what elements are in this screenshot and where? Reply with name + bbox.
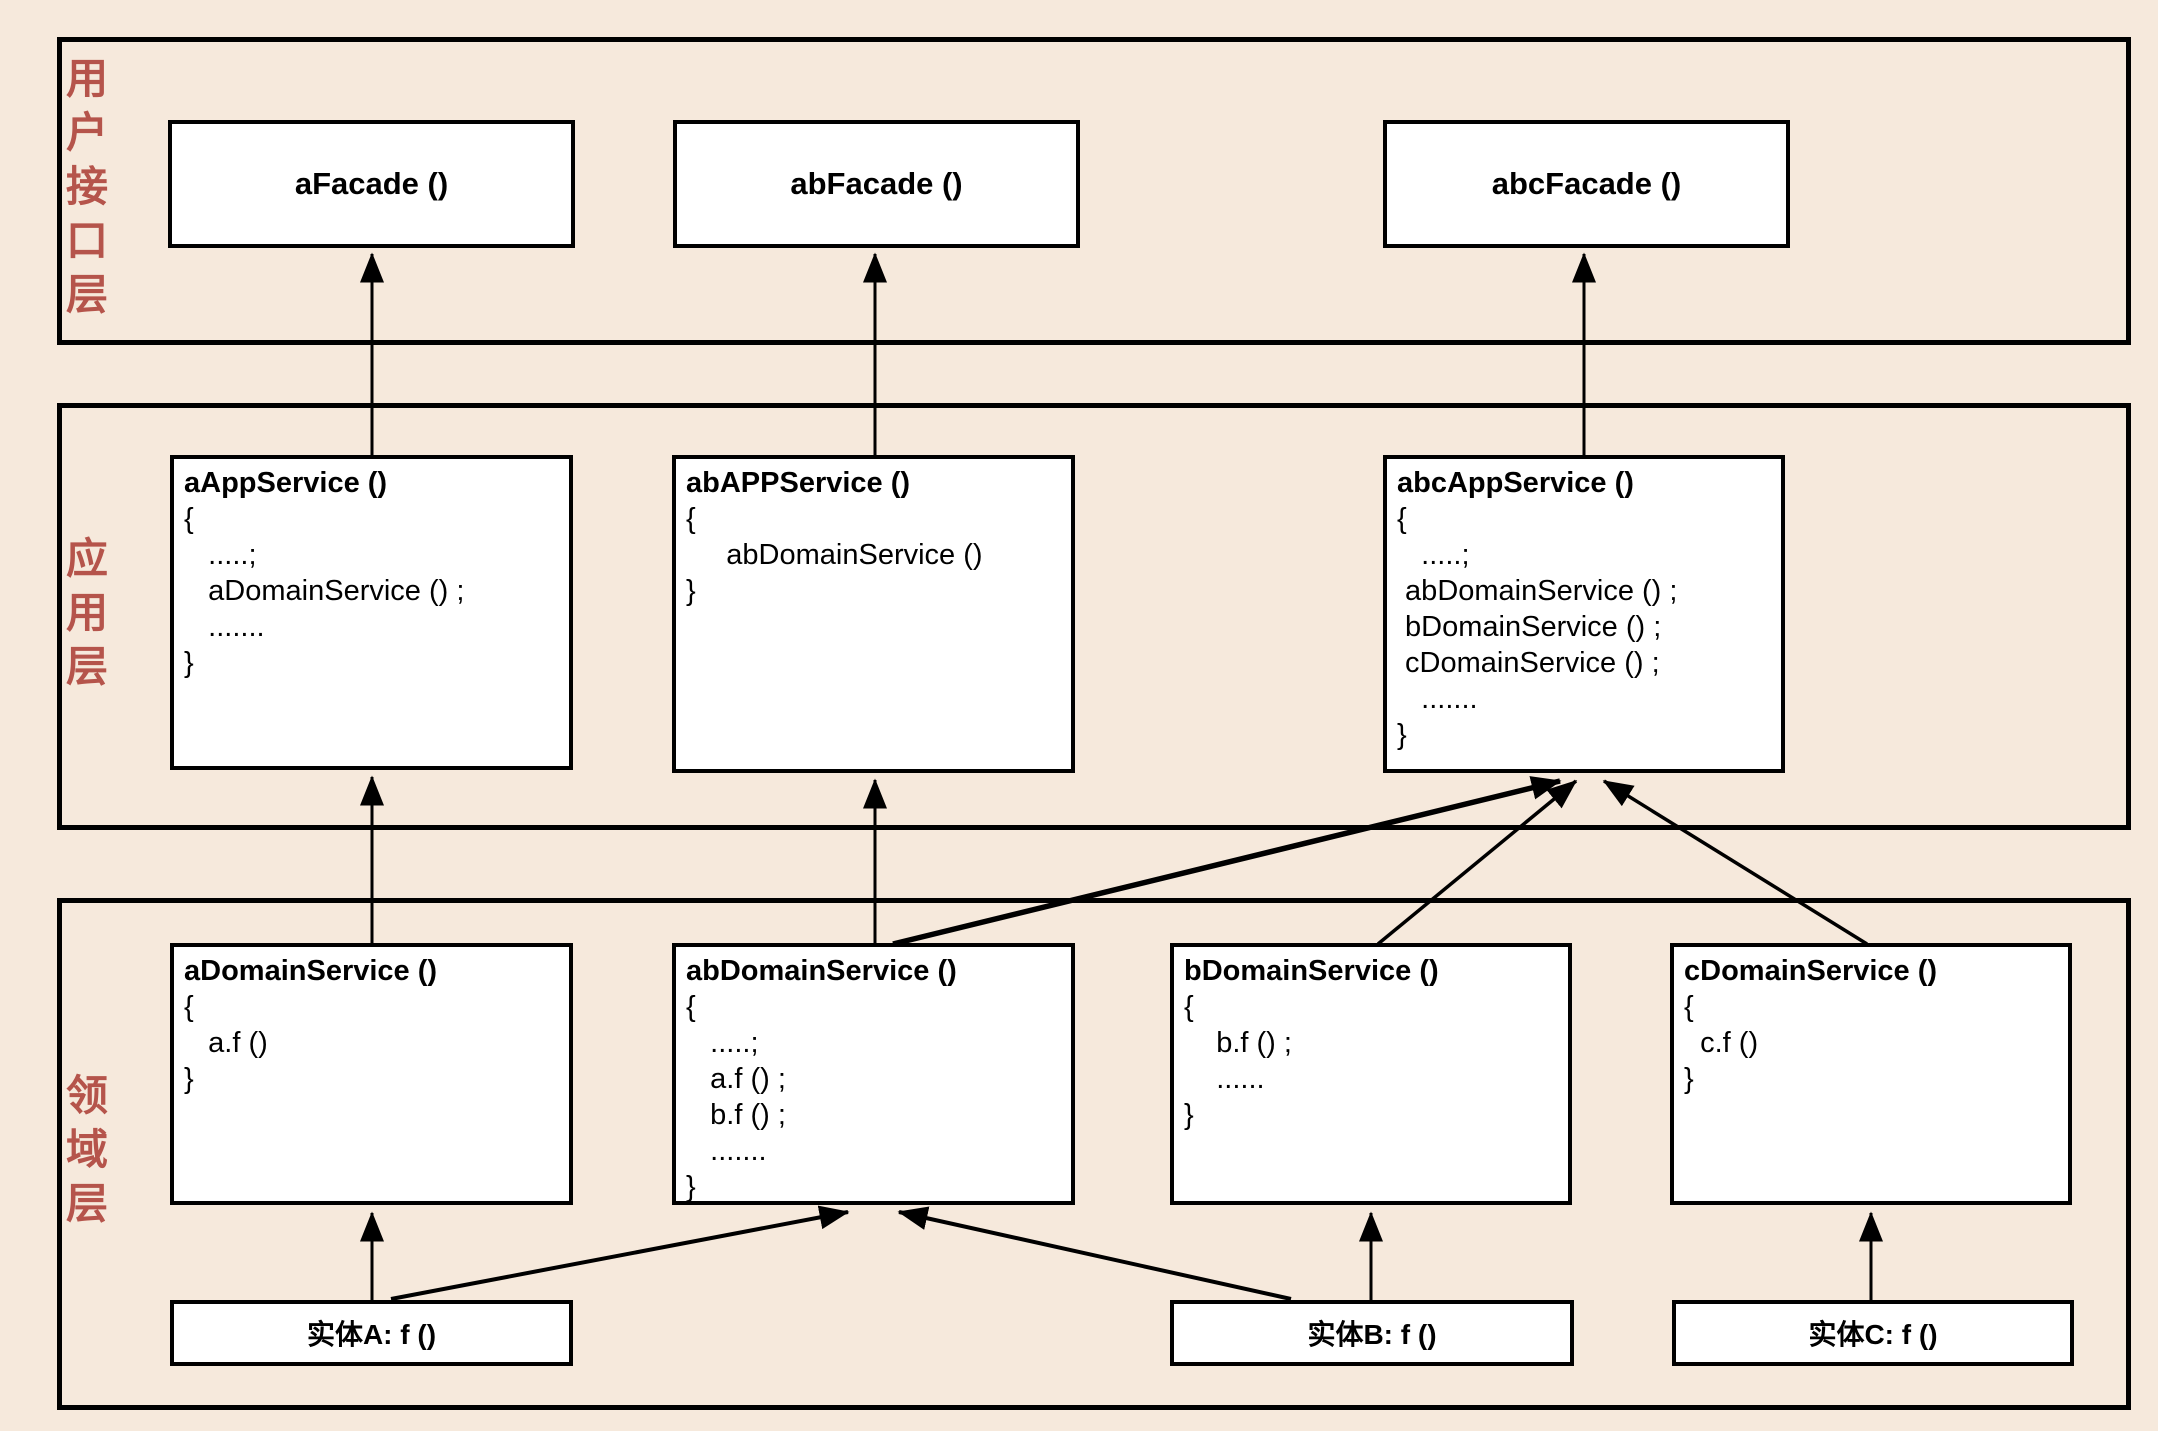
code-line: ....... xyxy=(686,1135,767,1167)
bdomainservice-box: bDomainService () { b.f () ; ...... } xyxy=(1170,943,1572,1205)
aappservice-title: aAppService () xyxy=(184,467,388,499)
entity-c-box: 实体C: f () xyxy=(1672,1300,2074,1366)
entity-c-label: 实体C: f () xyxy=(1808,1319,1938,1350)
code-line: ....... xyxy=(1397,683,1478,715)
entity-a-box: 实体A: f () xyxy=(170,1300,573,1366)
code-line: a.f () xyxy=(184,1027,268,1059)
abappservice-box: abAPPService () { abDomainService () } xyxy=(672,455,1075,773)
layer-label-domain: 领域层 xyxy=(60,1073,108,1235)
abcfacade-box: abcFacade () xyxy=(1383,120,1790,248)
aappservice-box: aAppService () { .....; aDomainService (… xyxy=(170,455,573,770)
code-line: { xyxy=(184,991,194,1023)
entity-a-label: 实体A: f () xyxy=(306,1319,437,1350)
code-line: { xyxy=(184,503,194,535)
code-line: .....; xyxy=(1397,539,1470,571)
adomainservice-title: aDomainService () xyxy=(184,955,438,987)
abcappservice-title: abcAppService () xyxy=(1397,467,1634,499)
entity-b-label: 实体B: f () xyxy=(1307,1319,1437,1350)
cdomainservice-title: cDomainService () xyxy=(1684,955,1938,987)
code-line: bDomainService () ; xyxy=(1397,611,1662,643)
code-line: abDomainService () xyxy=(686,539,983,571)
code-line: ....... xyxy=(184,611,265,643)
code-line: } xyxy=(686,575,696,607)
code-line: ...... xyxy=(1184,1063,1265,1095)
layer-label-user-interface: 用户接口层 xyxy=(60,56,108,326)
abfacade-title: abFacade () xyxy=(790,166,963,201)
adomainservice-box: aDomainService () { a.f () } xyxy=(170,943,573,1205)
code-line: { xyxy=(1684,991,1694,1023)
code-line: aDomainService () ; xyxy=(184,575,465,607)
code-line: .....; xyxy=(184,539,257,571)
code-line: } xyxy=(1684,1063,1694,1095)
layer-user-interface xyxy=(57,37,2131,345)
code-line: cDomainService () ; xyxy=(1397,647,1660,679)
code-line: { xyxy=(1397,503,1407,535)
code-line: } xyxy=(184,647,194,679)
code-line: } xyxy=(184,1063,194,1095)
code-line: } xyxy=(1184,1099,1194,1131)
code-line: { xyxy=(1184,991,1194,1023)
abdomainservice-box: abDomainService () { .....; a.f () ; b.f… xyxy=(672,943,1075,1205)
code-line: } xyxy=(1397,719,1407,751)
code-line: } xyxy=(686,1171,696,1203)
abdomainservice-title: abDomainService () xyxy=(686,955,957,987)
abfacade-box: abFacade () xyxy=(673,120,1080,248)
code-line: .....; xyxy=(686,1027,759,1059)
abcfacade-title: abcFacade () xyxy=(1491,166,1682,201)
code-line: b.f () ; xyxy=(1184,1027,1292,1059)
layer-label-application: 应用层 xyxy=(60,535,108,698)
abcappservice-box: abcAppService () { .....; abDomainServic… xyxy=(1383,455,1785,773)
bdomainservice-title: bDomainService () xyxy=(1184,955,1439,987)
code-line: c.f () xyxy=(1684,1027,1759,1059)
entity-b-box: 实体B: f () xyxy=(1170,1300,1574,1366)
code-line: a.f () ; xyxy=(686,1063,786,1095)
code-line: abDomainService () ; xyxy=(1397,575,1678,607)
cdomainservice-box: cDomainService () { c.f () } xyxy=(1670,943,2072,1205)
code-line: { xyxy=(686,991,696,1023)
code-line: { xyxy=(686,503,696,535)
code-line: b.f () ; xyxy=(686,1099,786,1131)
afacade-box: aFacade () xyxy=(168,120,575,248)
afacade-title: aFacade () xyxy=(294,166,449,201)
abappservice-title: abAPPService () xyxy=(686,467,911,499)
